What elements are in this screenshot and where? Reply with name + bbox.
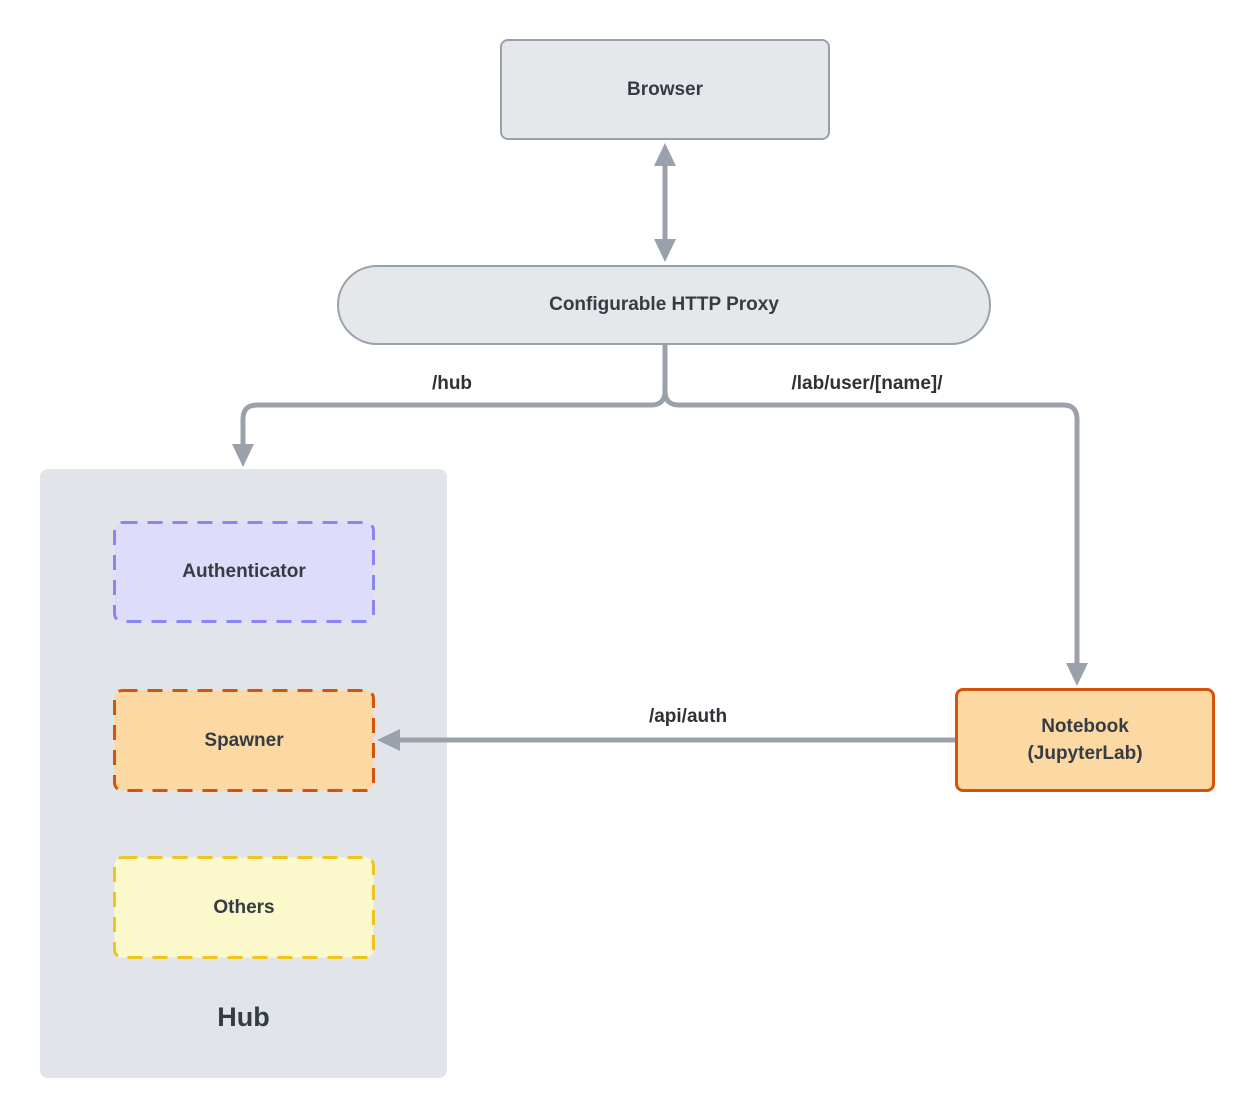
arrowhead-hub — [232, 444, 254, 467]
authenticator-box — [113, 521, 375, 623]
arrowhead-notebook — [1066, 663, 1088, 686]
edge-label-hub-path: /hub — [431, 373, 473, 394]
browser-label: Browser — [626, 78, 704, 100]
edge-label-lab-user-path: /lab/user/[name]/ — [791, 373, 943, 394]
notebook-label: Notebook — [1041, 716, 1129, 737]
edge-label-api-auth-path: /api/auth — [648, 706, 728, 727]
arrowhead-up-browser — [654, 143, 676, 166]
edge-proxy-notebook — [662, 345, 1080, 665]
browser-node: Browser — [500, 39, 830, 140]
spawner-box — [113, 689, 375, 792]
edge-proxy-hub — [240, 345, 668, 446]
hub-label: Hub — [217, 1002, 270, 1032]
proxy-node: Configurable HTTP Proxy — [337, 265, 991, 345]
arrowhead-spawner — [377, 729, 400, 751]
notebook-sublabel: (JupyterLab) — [1027, 743, 1143, 764]
notebook-node: Notebook (JupyterLab) — [955, 688, 1215, 792]
proxy-label: Configurable HTTP Proxy — [549, 294, 779, 315]
others-box — [113, 856, 375, 959]
arrowhead-down-proxy — [654, 239, 676, 262]
